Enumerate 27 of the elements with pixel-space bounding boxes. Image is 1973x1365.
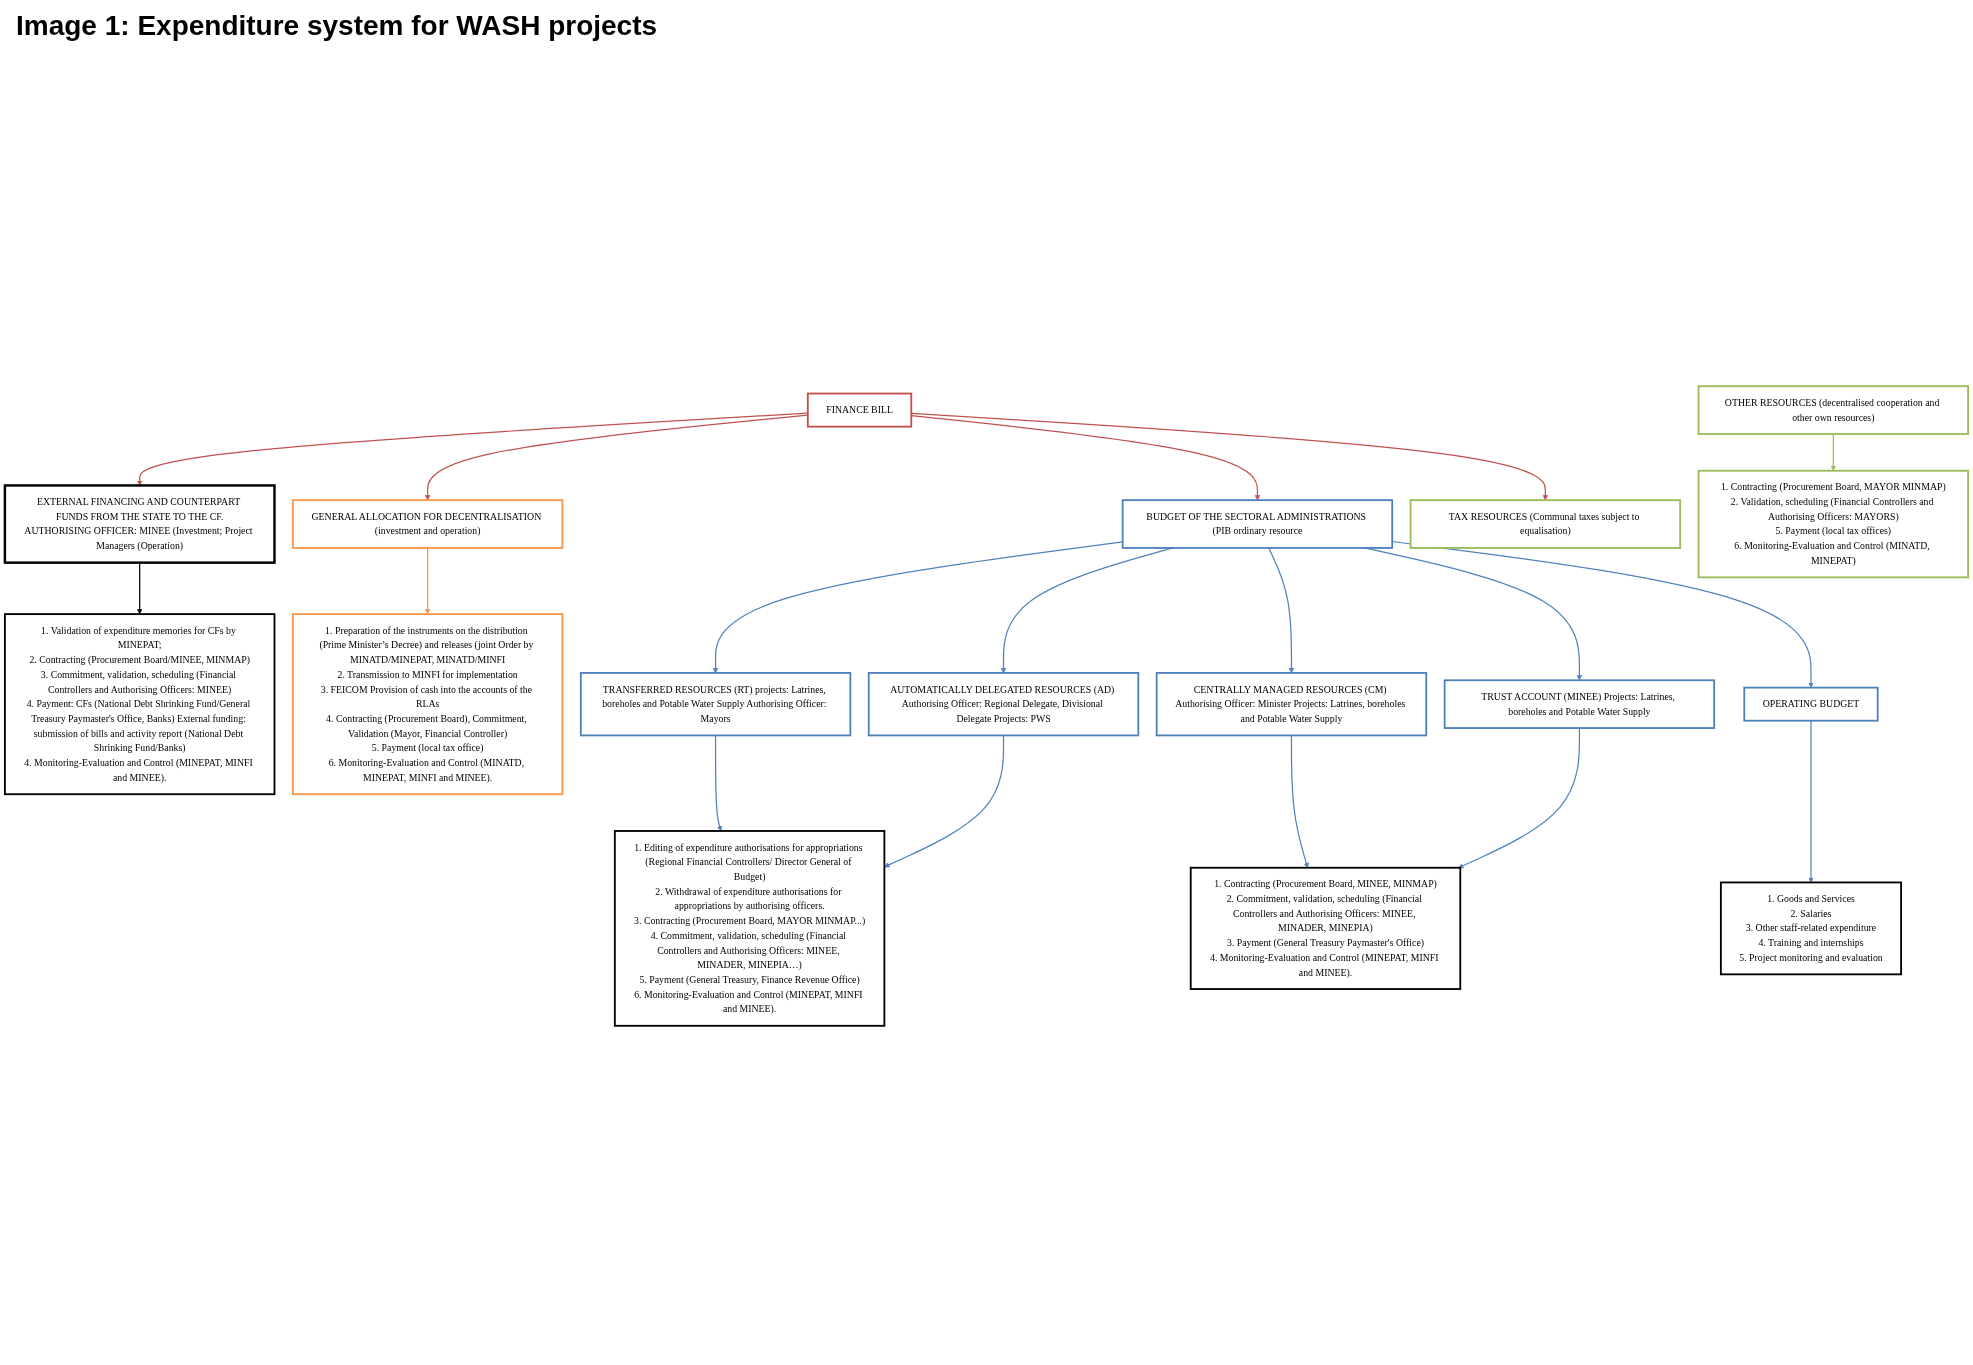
arrow bbox=[1268, 547, 1295, 674]
node-box: BUDGET OF THE SECTORAL ADMINISTRATIONS (PIB ordinary resource bbox=[1121, 499, 1394, 549]
node-box: 1. Contracting (Procurement Board, MINEE, MINMAP) 2. Commitment, validation, scheduling (Financial Controllers and Authorising Officers: MINEE, MINADER, MINEPIA) 3. Payment (General Treasury Paymaster's Office) 4. Monitoring-Evaluation and Control (MINEPAT, MINFI and MINEE). bbox=[1189, 866, 1462, 990]
arrow bbox=[424, 547, 431, 615]
node-box: EXTERNAL FINANCING AND COUNTERPART FUNDS FROM THE STATE TO THE CF. AUTHORISING OFFICER: MINEE (Investment; Project Managers (Operation) bbox=[3, 484, 276, 564]
diagram-title: Image 1: Expenditure system for WASH projects bbox=[16, 10, 658, 42]
node-box: 1. Preparation of the instruments on the distribution (Prime Minister’s Decree) and releases (joint Order by MINATD/MINEPAT, MINATD/MINFI 2. Transmission to MINFI for implementation 3. FEICOM Provision of cash into the accounts of the RLAs 4. Contracting (Procurement Board), Commitment, Validation (Mayor, Financial Controller) 5. Payment (local tax office) 6. Monitoring-Evaluation and Control (MINATD, MINEPAT, MINFI and MINEE). bbox=[291, 613, 564, 796]
node-box: 1. Goods and Services 2. Salaries 3. Other staff-related expenditure 4. Training and internships 5. Project monitoring and evaluation bbox=[1719, 881, 1902, 976]
node-box: 1. Contracting (Procurement Board, MAYOR MINMAP) 2. Validation, scheduling (Financial Controllers and Authorising Officers: MAYORS) 5. Payment (local tax offices) 6. Monitoring-Evaluation and Control (MINATD, MINEPAT) bbox=[1697, 469, 1969, 579]
arrow bbox=[714, 734, 723, 832]
arrow bbox=[1458, 727, 1581, 869]
arrow bbox=[884, 734, 1005, 868]
node-box: CENTRALLY MANAGED RESOURCES (CM) Authorising Officer: Minister Projects: Latrines, boreholes and Potable Water Supply bbox=[1155, 672, 1428, 737]
arrow bbox=[137, 562, 143, 615]
arrow bbox=[1290, 734, 1309, 868]
node-box: TRUST ACCOUNT (MINEE) Projects: Latrines, boreholes and Potable Water Supply bbox=[1443, 679, 1716, 729]
node-box: 1. Validation of expenditure memories for CFs by MINEPAT; 2. Contracting (Procurement Board/MINEE, MINMAP) 3. Commitment, validation, scheduling (Financial Controllers and Authorising Officers: MINEE) 4. Payment: CFs (National Debt Shrinking Fund/General Treasury Paymaster's Office, Banks) External funding: submission of bills and activity report (National Debt Shrinking Fund/Banks) 4. Monitoring-Evaluation and Control (MINEPAT, MINFI and MINEE). bbox=[4, 613, 276, 796]
node-box: 1. Editing of expenditure authorisations for appropriations (Regional Financial Controllers/ Director General of Budget) 2. Withdrawal of expenditure authorisations for appropriations by authorising officers. 3. Contracting (Procurement Board, MAYOR MINMAP...) 4. Commitment, validation, scheduling (Financial Controllers and Authorising Officers: MINEE, MINADER, MINEPIA…) 5. Payment (General Treasury, Finance Revenue Office) 6. Monitoring-Evaluation and Control (MINEPAT, MINFI and MINEE). bbox=[613, 830, 886, 1027]
node-box: GENERAL ALLOCATION FOR DECENTRALISATION (investment and operation) bbox=[291, 499, 564, 549]
node-box: AUTOMATICALLY DELEGATED RESOURCES (AD) Authorising Officer: Regional Delegate, Divisional Delegate Projects: PWS bbox=[867, 672, 1140, 737]
node-box: TAX RESOURCES (Communal taxes subject to equalisation) bbox=[1409, 499, 1682, 549]
node-box: OTHER RESOURCES (decentralised cooperation and other own resources) bbox=[1697, 385, 1969, 435]
arrow bbox=[1830, 433, 1836, 471]
node-box: TRANSFERRED RESOURCES (RT) projects: Latrines, boreholes and Potable Water Supply Authorising Officer: Mayors bbox=[579, 672, 852, 737]
node-box: OPERATING BUDGET bbox=[1743, 686, 1879, 722]
arrow bbox=[1808, 720, 1814, 883]
node-box: FINANCE BILL bbox=[806, 392, 913, 428]
